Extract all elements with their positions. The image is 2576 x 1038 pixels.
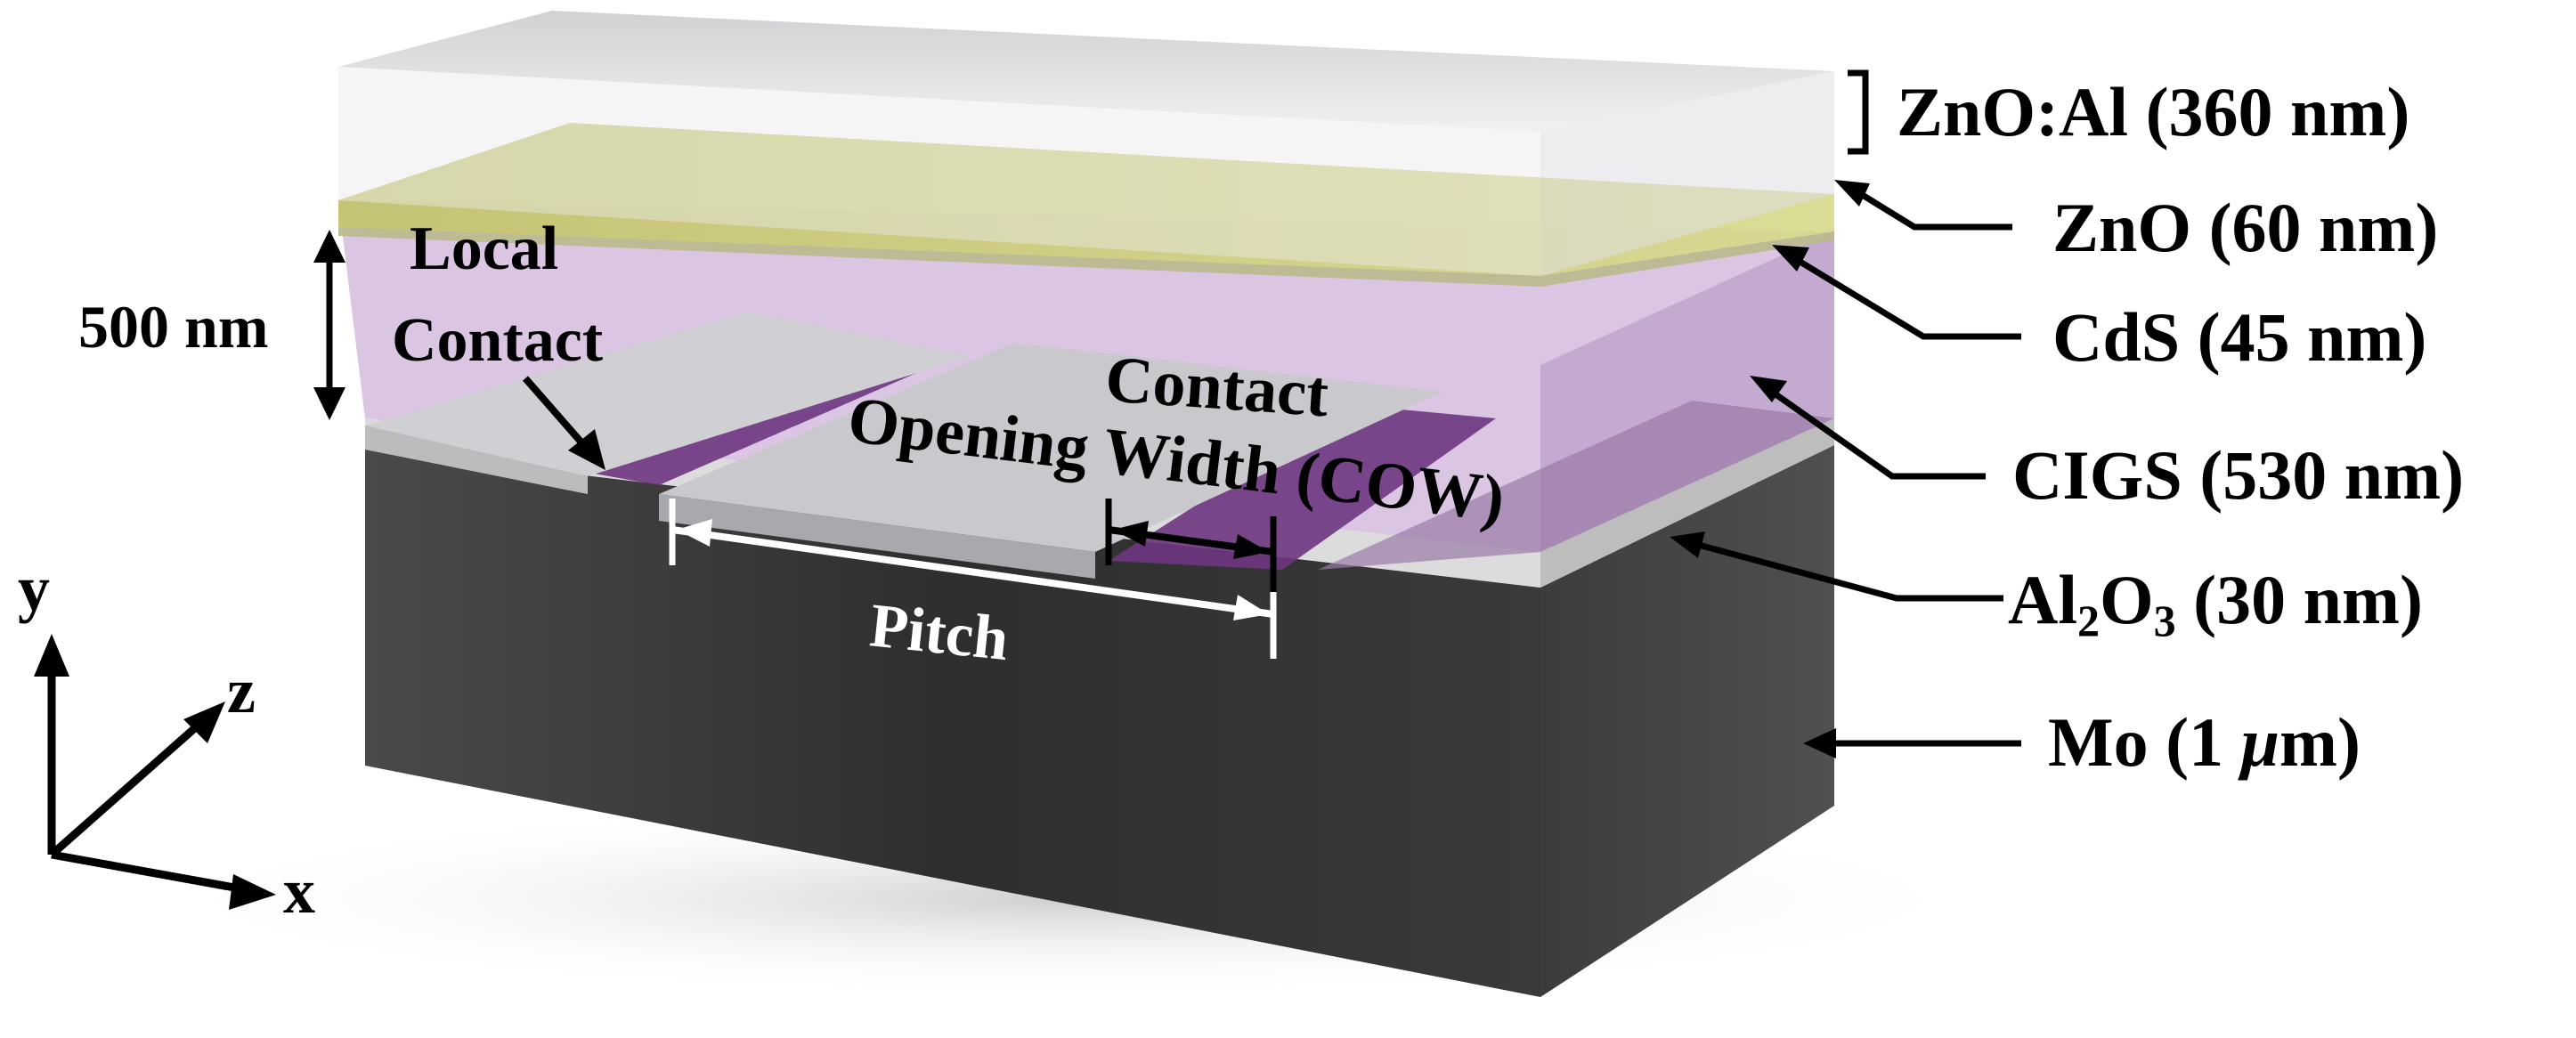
local-contact-arrow — [522, 376, 605, 470]
mo-substrate — [365, 445, 1834, 997]
znoal-layer — [338, 11, 1834, 276]
axis-z-label: z — [227, 655, 256, 726]
axis-y-label: y — [18, 553, 50, 624]
local-contact-label-line2: Contact — [392, 306, 603, 375]
coordinate-axes — [34, 634, 276, 910]
local-contact-label-line1: Local — [410, 215, 558, 283]
height-dimension — [313, 230, 345, 420]
layer-pointer-arrows — [1670, 69, 2021, 758]
pitch-label: Pitch — [866, 591, 1012, 674]
axis-x-label: x — [283, 856, 315, 927]
znoal-label: ZnO:Al (360 nm) — [1897, 73, 2409, 150]
cow-dimension — [1105, 499, 1277, 592]
height-label: 500 nm — [78, 293, 268, 361]
cds-layer — [338, 123, 1834, 276]
cds-label: CdS (45 nm) — [2052, 298, 2426, 376]
al2o3-label: Al2O3 (30 nm) — [2008, 561, 2423, 645]
zno-label: ZnO (60 nm) — [2052, 189, 2438, 266]
cow-label-line1: Contact — [1103, 343, 1331, 431]
mo-label: Mo (1 μm) — [2048, 703, 2361, 781]
cigs-label: CIGS (530 nm) — [2012, 436, 2464, 514]
local-contact-strips — [365, 312, 1834, 579]
